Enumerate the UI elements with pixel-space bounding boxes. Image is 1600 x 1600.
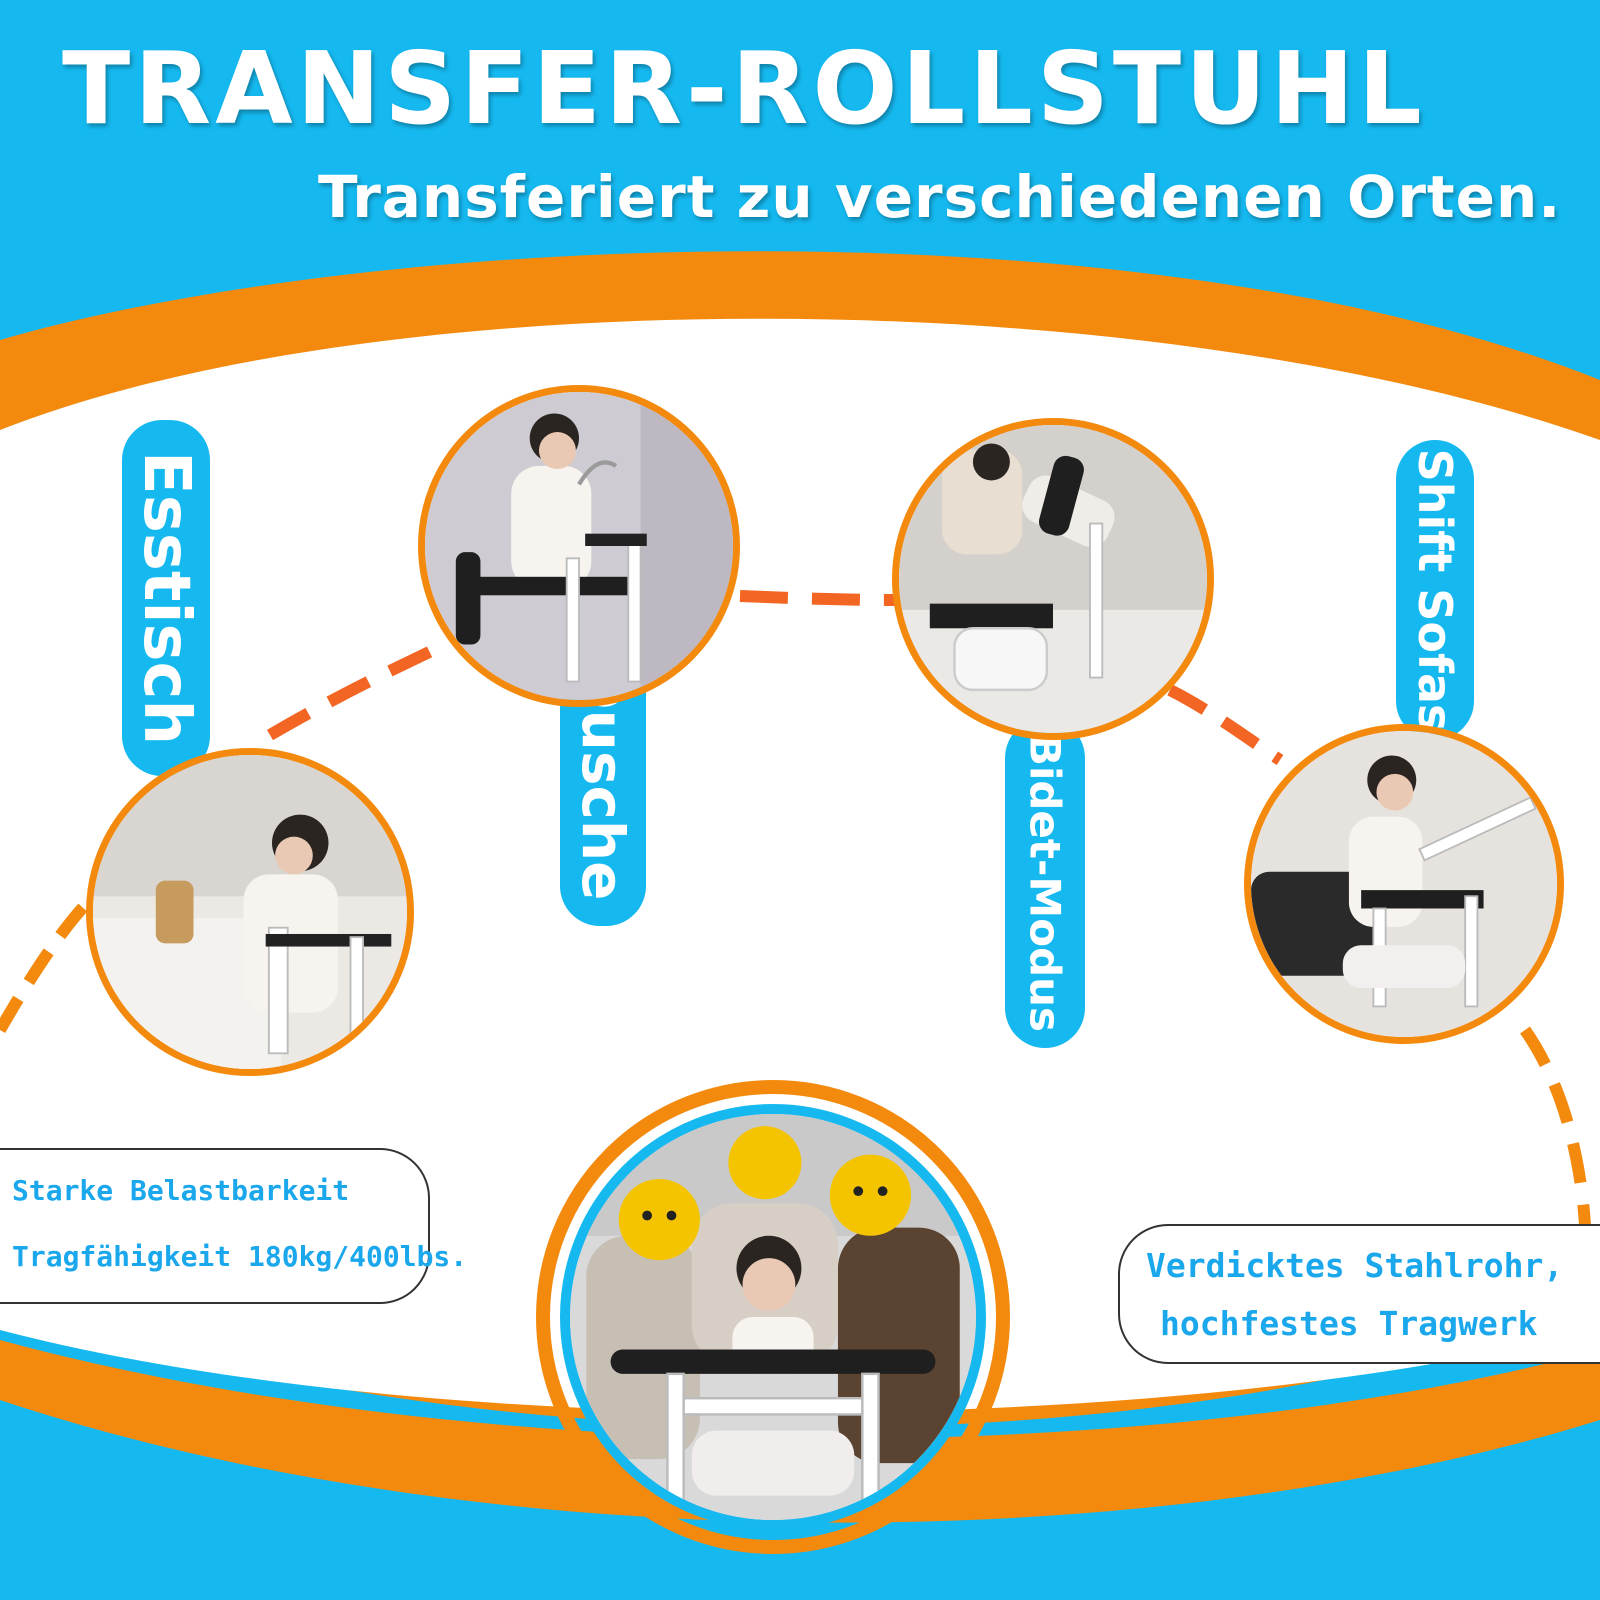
photo-sofa [1244, 724, 1564, 1044]
station-label-text: Esstisch [129, 450, 203, 746]
load-capacity-line2: Tragfähigkeit 180kg/400lbs. [12, 1240, 468, 1273]
steel-frame-line1: Verdicktes Stahlrohr, [1146, 1246, 1564, 1285]
path-dashes [0, 590, 1591, 1226]
station-label-esstisch: Esstisch [122, 420, 210, 776]
steel-frame-callout: Verdicktes Stahlrohr, hochfestes Tragwer… [1118, 1224, 1600, 1364]
photo-esstisch [86, 748, 414, 1076]
photo-group-frame [560, 1104, 986, 1530]
station-label-text: Bidet-Modus [1020, 733, 1070, 1033]
station-label-text: Shift Sofas [1408, 448, 1462, 732]
load-capacity-line1: Starke Belastbarkeit [12, 1174, 350, 1207]
load-capacity-callout: Starke Belastbarkeit Tragfähigkeit 180kg… [0, 1148, 467, 1304]
page-subtitle: Transferiert zu verschiedenen Orten. [318, 163, 1562, 231]
station-label-sofas: Shift Sofas [1396, 440, 1474, 740]
page-title: TRANSFER-ROLLSTUHL [62, 30, 1426, 147]
steel-frame-line2: hochfestes Tragwerk [1160, 1304, 1538, 1343]
station-label-bidet: Bidet-Modus [1005, 718, 1085, 1048]
photo-group [536, 1080, 1010, 1554]
photo-dusche [418, 385, 740, 707]
photo-bidet [892, 418, 1214, 740]
